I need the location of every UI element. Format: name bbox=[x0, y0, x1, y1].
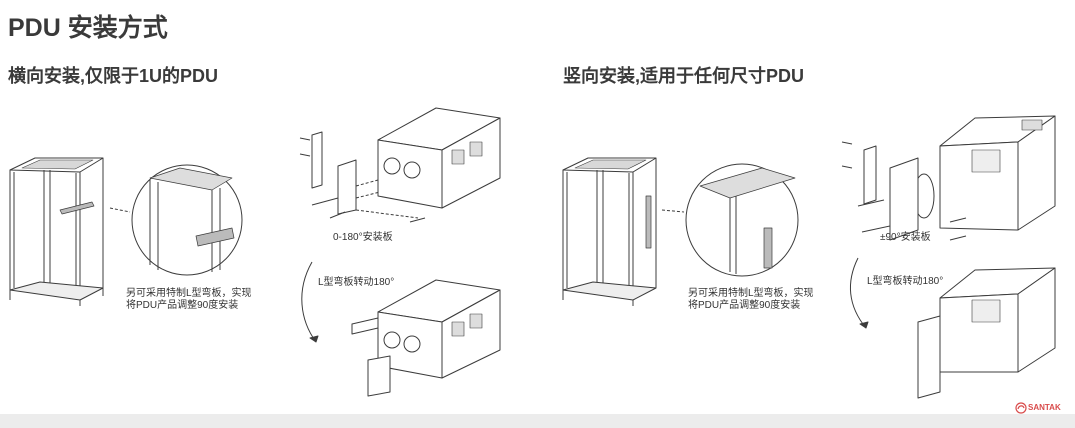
left-pdu-exploded bbox=[299, 107, 501, 223]
right-rotate-label: L型弯板转动180° bbox=[867, 276, 944, 287]
right-bracket-label: ±90°安装板 bbox=[880, 232, 931, 243]
right-pdu-rotated bbox=[917, 267, 1056, 399]
horizontal-install-heading: 横向安装,仅限于1U的PDU bbox=[8, 66, 219, 86]
right-rotate-arrow bbox=[849, 257, 867, 329]
right-zoom-detail bbox=[685, 163, 799, 277]
logo-text: SANTAK bbox=[1028, 403, 1061, 412]
right-pdu-exploded bbox=[841, 115, 1056, 241]
left-note-line2: 将PDU产品调整90度安装 bbox=[126, 300, 239, 311]
right-cabinet bbox=[562, 157, 657, 306]
left-note-line1: 另可采用特制L型弯板，实现 bbox=[126, 288, 252, 299]
left-zoom-detail bbox=[131, 164, 243, 276]
right-note-line2: 将PDU产品调整90度安装 bbox=[688, 300, 801, 311]
left-cabinet bbox=[9, 157, 104, 306]
left-pdu-rotated bbox=[351, 279, 501, 397]
page-title: PDU 安装方式 bbox=[8, 14, 168, 42]
left-bracket-label: 0-180°安装板 bbox=[333, 232, 393, 243]
left-rotate-label: L型弯板转动180° bbox=[318, 277, 395, 288]
brand-logo: SANTAK bbox=[1015, 400, 1067, 422]
right-note-line1: 另可采用特制L型弯板，实现 bbox=[688, 288, 814, 299]
left-rotate-arrow bbox=[301, 261, 317, 343]
vertical-install-heading: 竖向安装,适用于任何尺寸PDU bbox=[563, 66, 805, 86]
footer-bar bbox=[0, 414, 1075, 428]
logo-mark-icon bbox=[1015, 402, 1027, 414]
